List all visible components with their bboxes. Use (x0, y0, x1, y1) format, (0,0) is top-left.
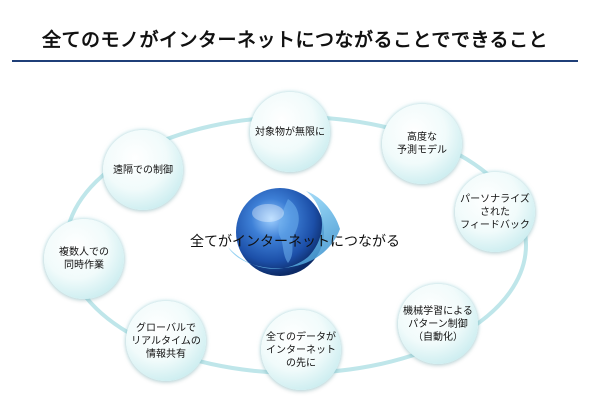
node-personalized-feedback: パーソナライズされたフィードバック (455, 172, 535, 252)
node-remote-control: 遠隔での制御 (103, 130, 183, 210)
node-predictive-model: 高度な予測モデル (382, 104, 462, 184)
node-collaboration: 複数人での同時作業 (44, 219, 124, 299)
node-infinite-objects: 対象物が無限に (250, 92, 330, 172)
slide-title: 全てのモノがインターネットにつながることでできること (41, 29, 549, 51)
title-underline (12, 60, 578, 62)
node-machine-learning-control: 機械学習によるパターン制御（自動化） (398, 284, 478, 364)
node-all-data-on-internet: 全てのデータがインターネットの先に (261, 310, 341, 390)
node-global-realtime-sharing: グローバルでリアルタイムの情報共有 (126, 301, 206, 381)
globe-icon (228, 188, 340, 276)
